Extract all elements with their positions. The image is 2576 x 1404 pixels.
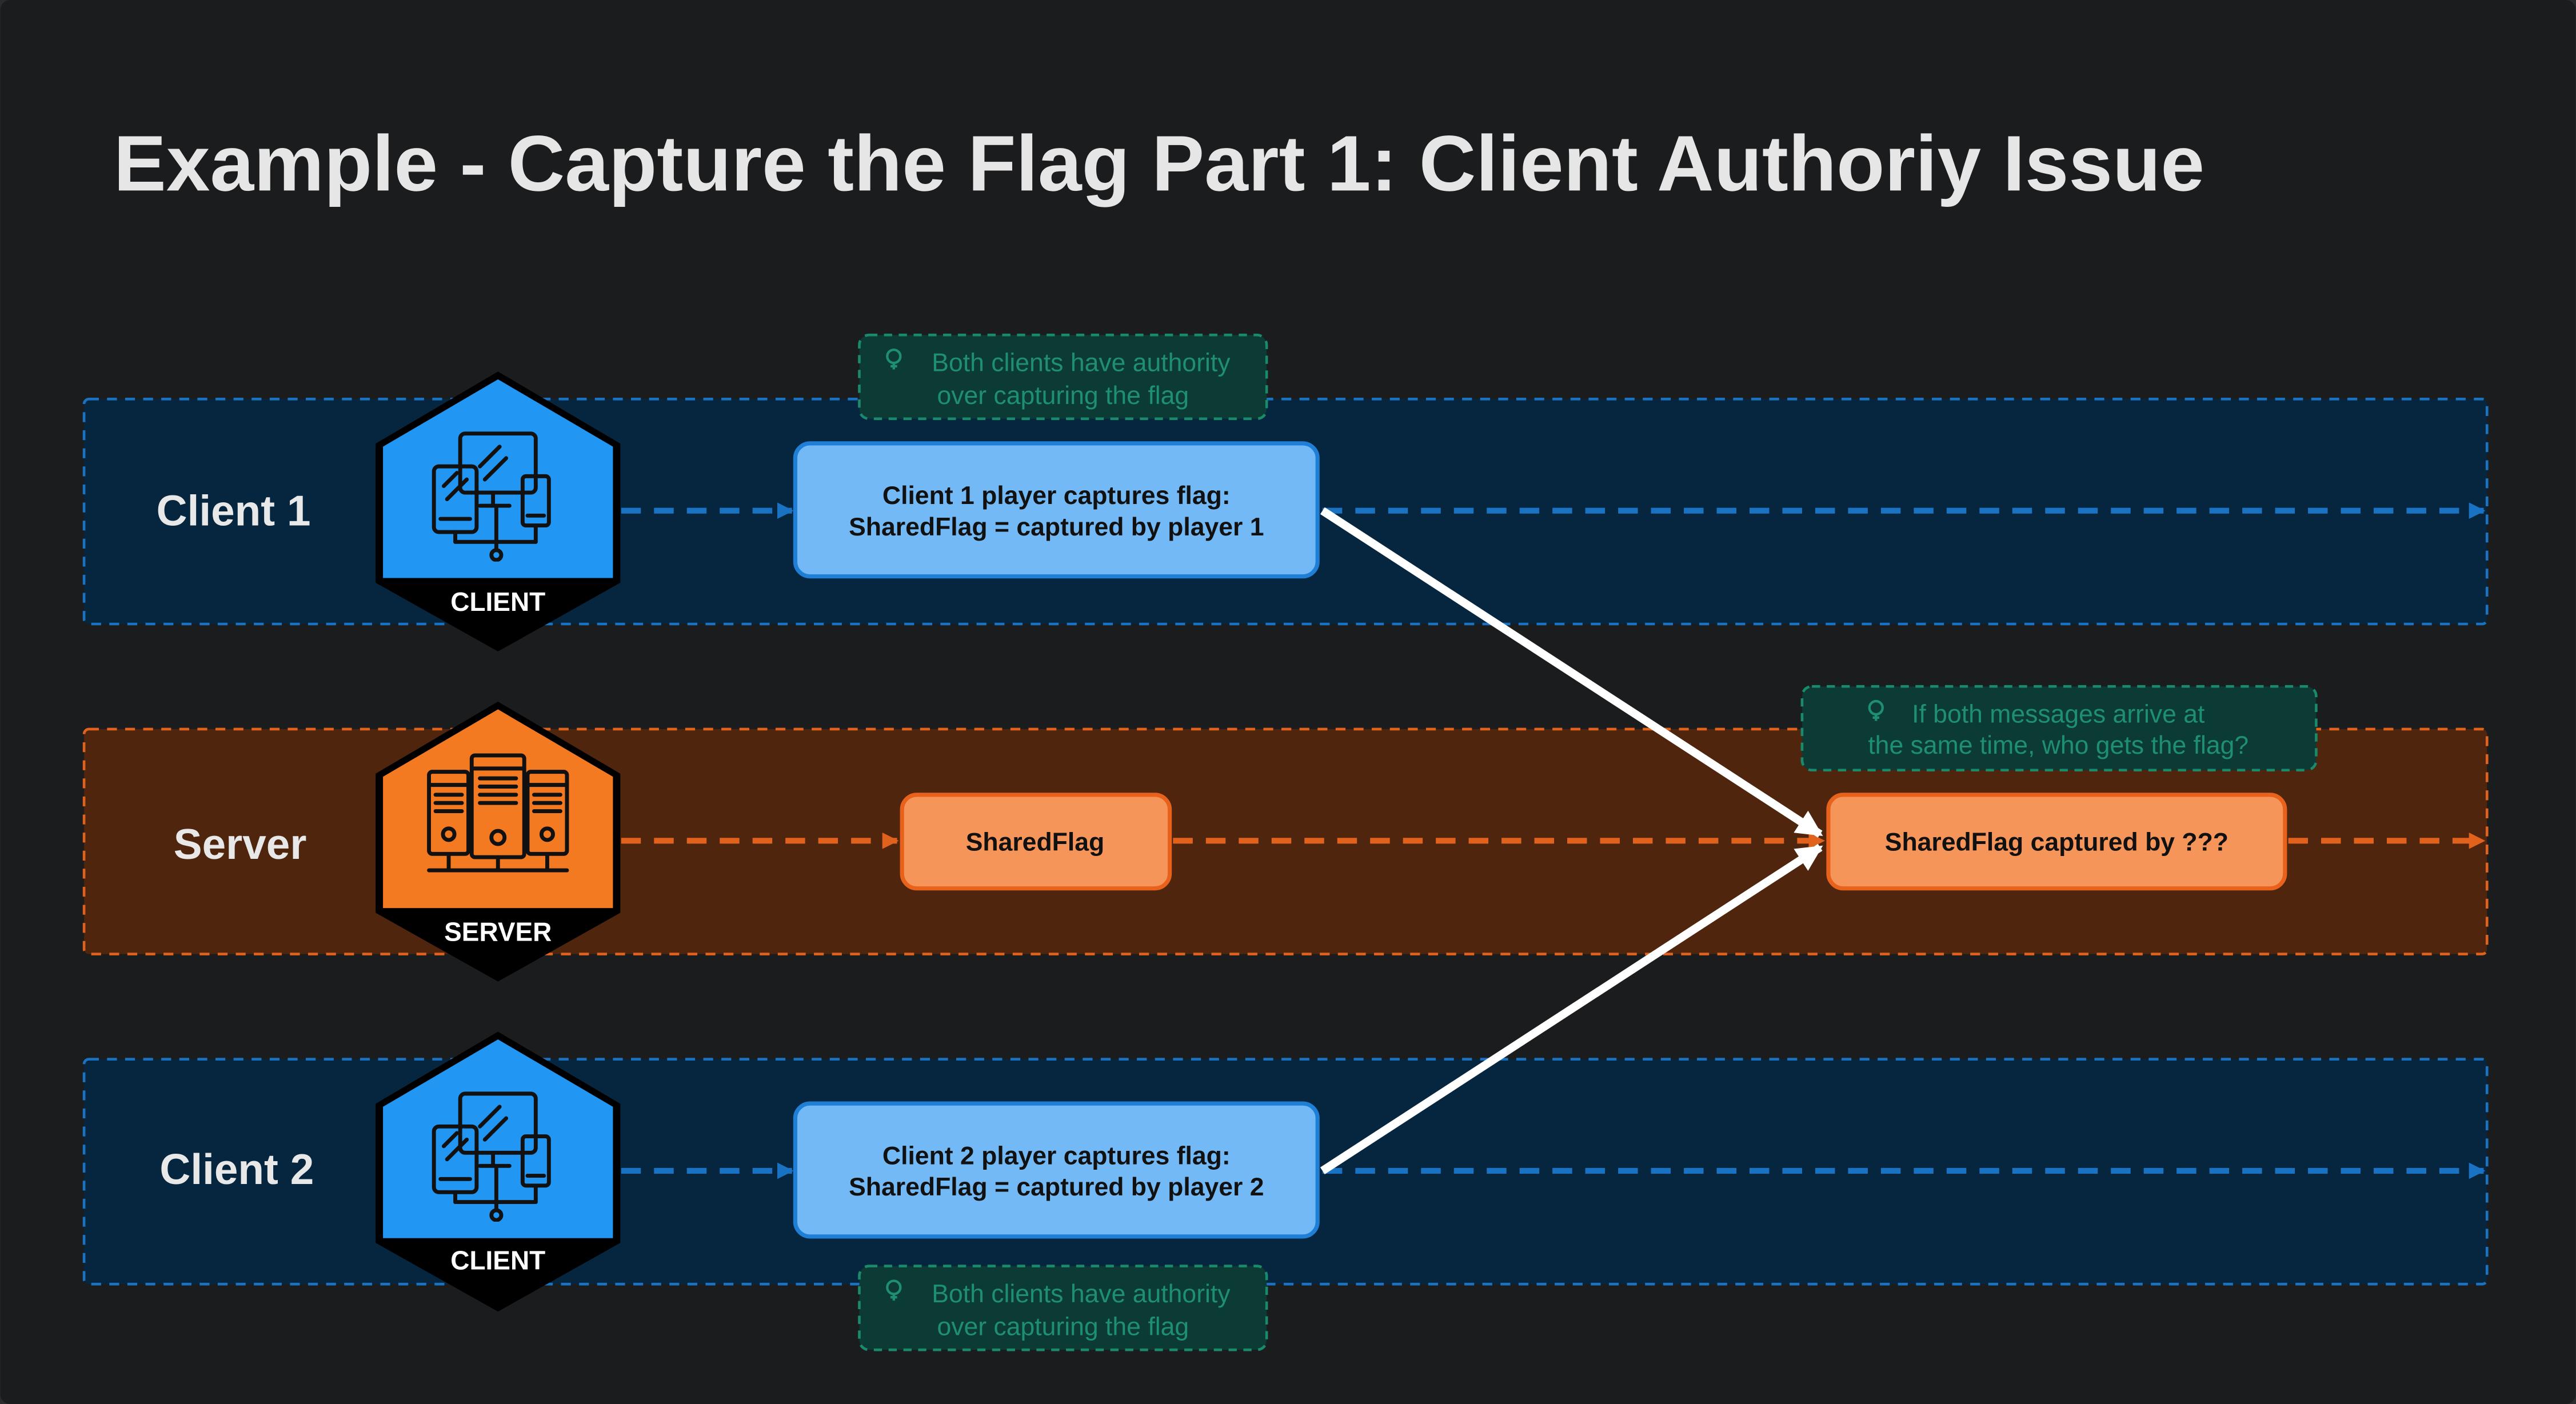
lane-label-server: Server bbox=[174, 820, 307, 868]
box-server-flag-label: SharedFlag bbox=[966, 829, 1105, 857]
note-top: Both clients have authority over capturi… bbox=[858, 333, 1268, 421]
server-badge: SERVER bbox=[376, 701, 621, 982]
client1-badge-label: CLIENT bbox=[450, 587, 545, 617]
server-badge-label: SERVER bbox=[444, 917, 552, 947]
box-server-result: SharedFlag captured by ??? bbox=[1826, 793, 2287, 891]
note-bottom-line1: Both clients have authority bbox=[932, 1280, 1231, 1308]
box-server-flag: SharedFlag bbox=[900, 793, 1172, 891]
note-middle-line2: the same time, who gets the flag? bbox=[1868, 731, 2248, 759]
client2-badge: CLIENT bbox=[376, 1031, 621, 1312]
note-middle-line1: If both messages arrive at bbox=[1912, 700, 2205, 728]
box-client2-line2: SharedFlag = captured by player 2 bbox=[849, 1173, 1264, 1201]
note-top-line1: Both clients have authority bbox=[932, 349, 1231, 377]
page-title: Example - Capture the Flag Part 1: Clien… bbox=[114, 119, 2204, 207]
client1-badge: CLIENT bbox=[376, 371, 621, 652]
lightbulb-icon bbox=[1868, 699, 1884, 721]
arrow-client2-to-server bbox=[1320, 843, 1823, 1174]
lightbulb-icon bbox=[886, 1279, 902, 1301]
box-server-result-label: SharedFlag captured by ??? bbox=[1885, 829, 2228, 857]
box-client1-line1: Client 1 player captures flag: bbox=[882, 482, 1231, 510]
lane-label-client1: Client 1 bbox=[157, 487, 311, 535]
box-client1-line2: SharedFlag = captured by player 1 bbox=[849, 513, 1264, 541]
box-client2-line1: Client 2 player captures flag: bbox=[882, 1142, 1231, 1170]
lane-label-client2: Client 2 bbox=[159, 1145, 314, 1193]
arrow-client1-to-server bbox=[1320, 507, 1823, 838]
note-bottom: Both clients have authority over capturi… bbox=[858, 1265, 1268, 1351]
note-top-line2: over capturing the flag bbox=[937, 382, 1189, 410]
note-bottom-line2: over capturing the flag bbox=[937, 1313, 1189, 1341]
lightbulb-icon bbox=[886, 348, 902, 370]
note-middle: If both messages arrive at the same time… bbox=[1800, 685, 2318, 772]
client2-badge-label: CLIENT bbox=[450, 1245, 545, 1275]
box-client2-capture: Client 2 player captures flag: SharedFla… bbox=[793, 1101, 1320, 1239]
box-client1-capture: Client 1 player captures flag: SharedFla… bbox=[793, 441, 1320, 579]
